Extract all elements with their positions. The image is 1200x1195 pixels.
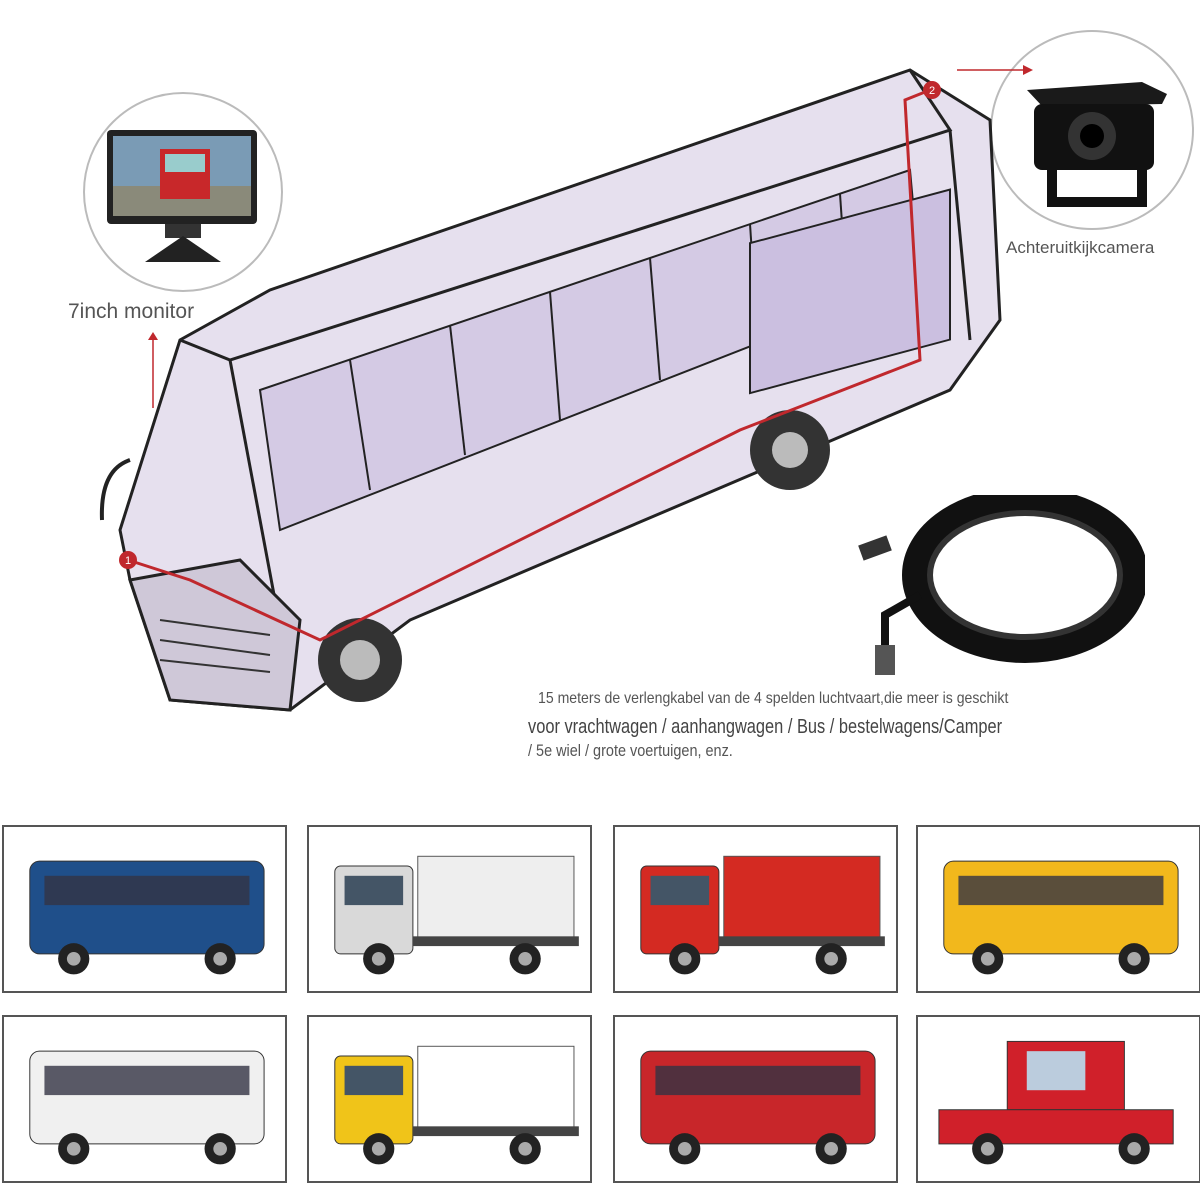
semi-truck-icon [334, 855, 579, 975]
monitor-label: 7inch monitor [68, 300, 195, 323]
marker-1-label: 1 [125, 555, 131, 567]
vehicle-tile-camper [2, 1015, 287, 1183]
camera-icon [1027, 82, 1167, 207]
school-bus-icon [943, 860, 1179, 975]
vehicle-tile-flatbed-truck [307, 1015, 592, 1183]
coach-bus-icon [29, 860, 265, 975]
cable-description: 15 meters de verlengkabel van de 4 speld… [528, 690, 1106, 761]
vehicle-tile-cargo-truck [613, 825, 898, 993]
vehicle-tile-semi-truck [307, 825, 592, 993]
monitor-icon [107, 130, 257, 262]
vehicle-tile-school-bus [916, 825, 1200, 993]
arrow-right-icon [957, 65, 1033, 75]
cargo-truck-icon [640, 855, 885, 975]
camera-image [990, 30, 1194, 230]
vehicle-tile-city-bus [613, 1015, 898, 1183]
flatbed-truck-icon [334, 1045, 579, 1165]
description-line-3: / 5e wiel / grote voertuigen, enz. [528, 741, 733, 760]
cable-icon [858, 495, 1145, 675]
bus-diagram: 1 2 [99, 68, 1002, 712]
vehicle-tile-coach-bus [2, 825, 287, 993]
arrow-up-icon [148, 332, 158, 408]
marker-2 [923, 81, 941, 99]
vehicle-tile-harvester [916, 1015, 1200, 1183]
marker-1 [119, 551, 137, 569]
camera-label: Achteruitkijkcamera [1006, 238, 1155, 257]
description-line-1: 15 meters de verlengkabel van de 4 speld… [538, 690, 1009, 707]
city-bus-icon [640, 1050, 876, 1165]
description-line-2: voor vrachtwagen / aanhangwagen / Bus / … [528, 716, 1003, 738]
harvester-icon [938, 1040, 1174, 1165]
marker-2-label: 2 [929, 85, 935, 97]
camper-icon [29, 1050, 265, 1165]
monitor-image [83, 92, 283, 292]
